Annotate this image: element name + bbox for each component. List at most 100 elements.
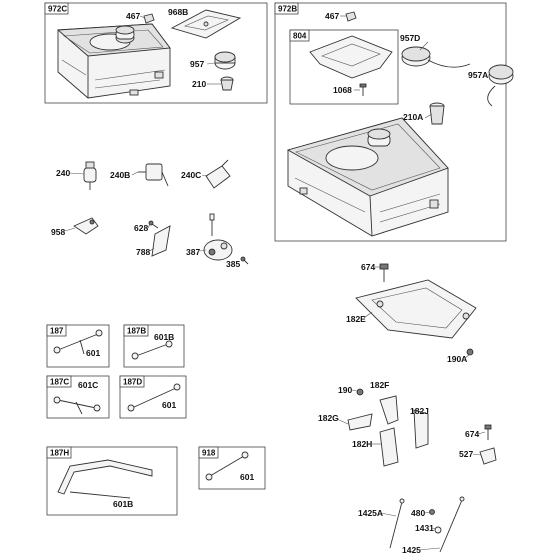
label-1068: 1068 — [333, 85, 352, 95]
label-190: 190 — [338, 385, 352, 395]
tag-187b-box — [123, 324, 149, 337]
shutoff-240-drawing — [83, 161, 97, 190]
tag-187-box — [46, 324, 67, 337]
leader-lines — [64, 15, 486, 551]
pump-387-drawing — [203, 213, 233, 261]
label-467b: 467 — [325, 11, 339, 21]
link-187-drawing — [53, 329, 103, 355]
cap-957a-drawing — [487, 64, 514, 107]
part-labels: 467 968B 957 210 467 957D 957A 1068 210A… — [51, 7, 488, 555]
label-957d: 957D — [400, 33, 420, 43]
clip-527-drawing — [479, 447, 497, 465]
strainer-210a-drawing — [429, 102, 445, 125]
tag-972c-box — [44, 2, 69, 15]
label-210: 210 — [192, 79, 206, 89]
bracket-788-drawing — [151, 225, 171, 257]
cap-clip-467a-drawing — [143, 13, 155, 24]
link-187d-drawing — [127, 383, 181, 412]
label-601a: 601 — [86, 348, 100, 358]
strainer-210-drawing — [220, 76, 234, 91]
label-182f: 182F — [370, 380, 389, 390]
link-187c-drawing — [53, 396, 101, 415]
bracket-182f-drawing — [379, 395, 399, 425]
label-968b: 968B — [168, 7, 188, 17]
link-187h-drawing — [57, 459, 153, 499]
cap-957-drawing — [214, 51, 236, 70]
frame-187 — [46, 324, 110, 368]
label-467a: 467 — [126, 11, 140, 21]
nut-190-drawing — [356, 388, 364, 396]
filter-240b-drawing — [138, 163, 169, 187]
label-182h: 182H — [352, 439, 372, 449]
label-674a: 674 — [361, 262, 375, 272]
label-628: 628 — [134, 223, 148, 233]
label-958: 958 — [51, 227, 65, 237]
tag-187h: 187H — [50, 449, 69, 458]
label-788: 788 — [136, 247, 150, 257]
frame-187c — [46, 375, 110, 419]
frame-187d — [119, 375, 187, 419]
bracket-182g-drawing — [347, 413, 373, 431]
tag-918: 918 — [202, 449, 216, 458]
label-240: 240 — [56, 168, 70, 178]
label-674b: 674 — [465, 429, 479, 439]
frame-918 — [198, 446, 266, 490]
group-tags: 972C 972B 804 187 187B 187C 187D 187H 91… — [44, 2, 310, 459]
label-385: 385 — [226, 259, 240, 269]
bracket-182h-drawing — [379, 427, 399, 467]
tag-187d: 187D — [123, 378, 142, 387]
label-957a: 957A — [468, 70, 488, 80]
nut-190a-drawing — [466, 348, 474, 356]
tag-187: 187 — [50, 327, 64, 336]
screw-628-drawing — [148, 220, 159, 229]
frame-187b — [123, 324, 185, 368]
tag-972c: 972C — [48, 5, 67, 14]
bracket-182j-drawing — [413, 409, 429, 449]
screw-1068-drawing — [359, 83, 367, 96]
frame-804 — [289, 29, 399, 105]
filter-240c-drawing — [205, 159, 231, 189]
label-182g: 182G — [318, 413, 339, 423]
frame-187h — [46, 446, 178, 516]
tag-804: 804 — [293, 32, 307, 41]
label-1425: 1425 — [402, 545, 421, 555]
link-918-drawing — [205, 451, 249, 481]
label-601b: 601B — [154, 332, 174, 342]
clip-1431-drawing — [434, 526, 442, 534]
cap-clip-467b-drawing — [345, 11, 357, 22]
label-240c: 240C — [181, 170, 201, 180]
label-182j: 182J — [410, 406, 429, 416]
panel-968b-drawing — [170, 9, 242, 39]
rod-1425-drawing — [439, 496, 465, 553]
tag-187c-box — [46, 375, 72, 388]
label-601c: 601C — [78, 380, 98, 390]
tag-187b: 187B — [127, 327, 146, 336]
label-527: 527 — [459, 449, 473, 459]
label-601e: 601 — [240, 472, 254, 482]
bracket-182e-drawing — [355, 279, 477, 339]
label-957: 957 — [190, 59, 204, 69]
tag-804-box — [289, 29, 310, 42]
tag-187h-box — [46, 446, 72, 459]
screw-385-drawing — [240, 256, 249, 265]
bolt-674b-drawing — [484, 424, 492, 440]
label-240b: 240B — [110, 170, 130, 180]
fuel-tank-small-drawing — [56, 23, 171, 99]
pin-480-drawing — [429, 509, 435, 515]
tag-918-box — [198, 446, 219, 459]
group-frames — [44, 2, 507, 516]
label-1425a: 1425A — [358, 508, 383, 518]
tag-972b-box — [274, 2, 299, 15]
frame-972c — [44, 2, 268, 104]
label-1431: 1431 — [415, 523, 434, 533]
cover-804-drawing — [309, 35, 393, 79]
label-601d: 601 — [162, 400, 176, 410]
valve-958-drawing — [73, 217, 99, 235]
cap-957d-drawing — [401, 46, 471, 68]
fuel-tank-large-drawing — [286, 117, 449, 237]
label-601bb: 601B — [113, 499, 133, 509]
tag-972b: 972B — [278, 5, 297, 14]
label-387: 387 — [186, 247, 200, 257]
tag-187d-box — [119, 375, 145, 388]
